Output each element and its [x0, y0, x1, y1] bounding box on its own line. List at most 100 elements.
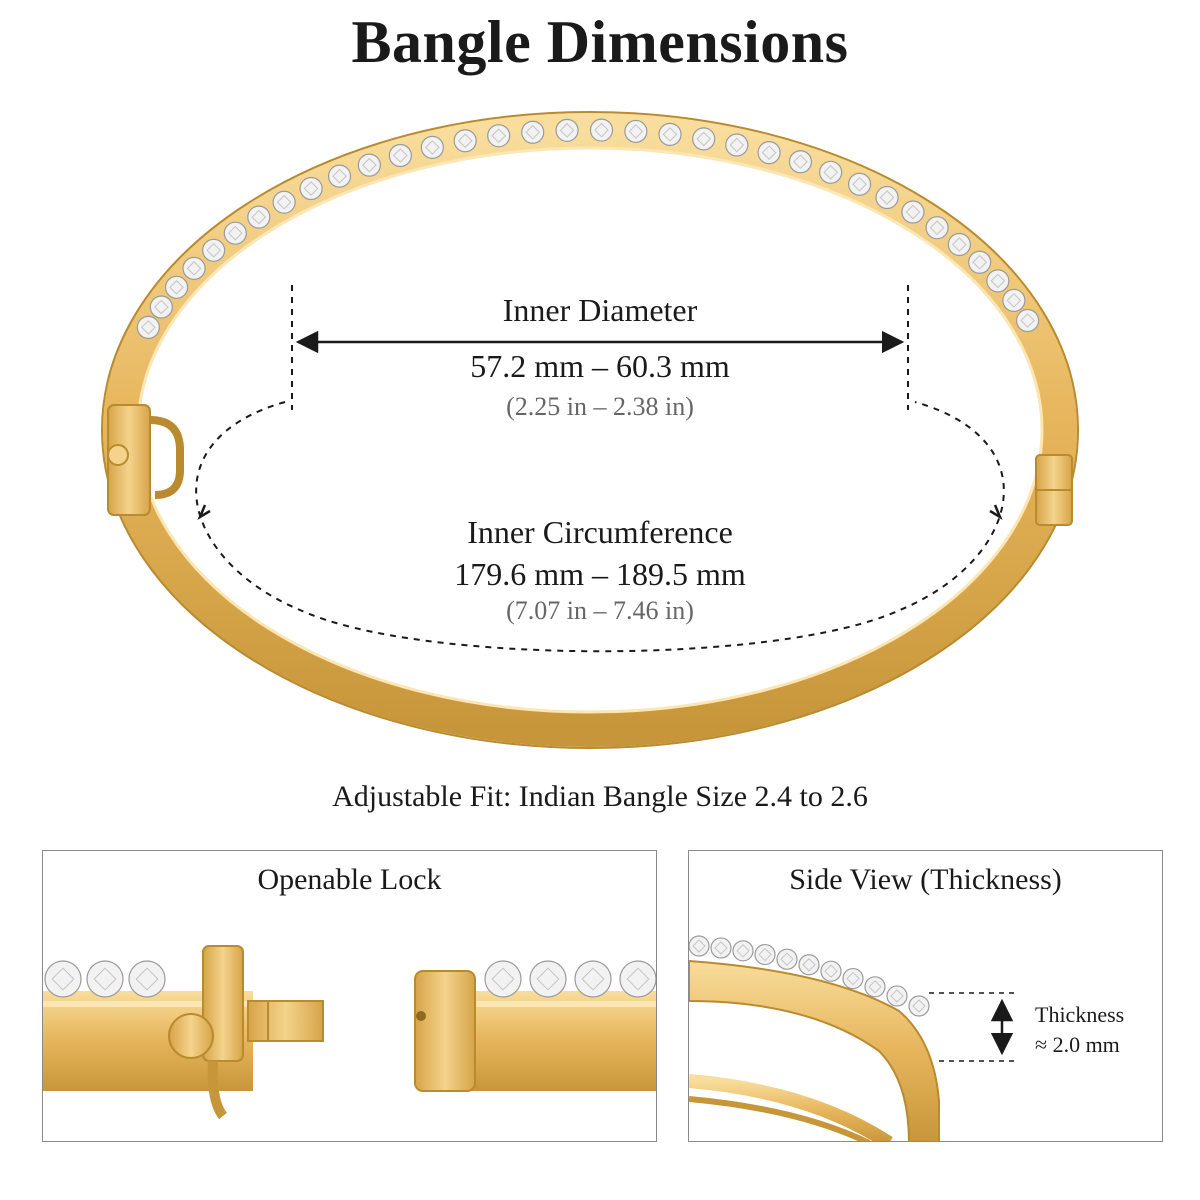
openable-lock-title: Openable Lock	[257, 863, 442, 896]
thickness-value: ≈ 2.0 mm	[1035, 1032, 1120, 1057]
diamond-facet	[135, 967, 159, 991]
diameter-indicator	[291, 285, 909, 410]
diamond-stone	[299, 176, 323, 201]
diamond-facet	[141, 320, 156, 335]
diamond-facet	[793, 154, 808, 170]
diamond-facet	[169, 280, 184, 295]
diamond-facet	[491, 128, 507, 144]
inner-diameter-label: Inner Diameter	[502, 292, 698, 328]
diamond-stone	[589, 118, 614, 142]
diamond-stone	[754, 943, 776, 966]
diamond-stone	[725, 133, 749, 157]
diamond-facet	[525, 124, 541, 140]
diamond-stone	[986, 269, 1010, 293]
diamond-row	[136, 118, 1040, 339]
diamond-facet	[890, 989, 904, 1003]
diamond-facet	[93, 967, 117, 991]
bangle-body	[101, 111, 1079, 749]
openable-lock-panel: Openable Lock	[42, 850, 657, 1142]
inner-diameter-imperial: (2.25 in – 2.38 in)	[506, 392, 694, 421]
diamond-facet	[628, 124, 644, 139]
diamond-facet	[186, 261, 202, 276]
diamond-facet	[758, 947, 772, 962]
diamond-stone	[776, 948, 798, 970]
diamond-row	[689, 935, 930, 1017]
diamond-facet	[362, 157, 377, 173]
diamond-facet	[761, 145, 777, 160]
diamond-stone	[901, 200, 925, 224]
side-view-title: Side View (Thickness)	[789, 863, 1062, 896]
diamond-stone	[182, 256, 206, 280]
diamond-stone	[757, 141, 781, 165]
diamond-row	[484, 960, 656, 998]
diamond-stone	[388, 143, 412, 168]
inner-circumference-imperial: (7.07 in – 7.46 in)	[506, 596, 694, 625]
diamond-stone	[788, 150, 813, 174]
side-view-image	[689, 935, 1019, 1141]
diamond-facet	[425, 140, 440, 155]
diamond-facet	[729, 137, 745, 153]
diamond-facet	[1020, 313, 1035, 328]
diamond-facet	[206, 242, 221, 258]
diamond-stone	[327, 164, 352, 188]
bangle-illustration	[101, 111, 1079, 749]
diamond-stone	[875, 185, 899, 210]
diamond-stone	[529, 960, 567, 998]
diamond-facet	[692, 939, 706, 953]
diamond-facet	[276, 194, 292, 210]
diamond-stone	[164, 275, 189, 299]
diamond-stone	[149, 295, 173, 319]
diamond-stone	[732, 940, 754, 962]
diamond-facet	[457, 133, 473, 149]
diamond-facet	[802, 958, 816, 972]
diamond-facet	[251, 209, 267, 225]
inner-diameter-metric: 57.2 mm – 60.3 mm	[470, 348, 730, 384]
diamond-facet	[559, 123, 575, 138]
diamond-facet	[824, 964, 838, 978]
diamond-facet	[51, 967, 75, 991]
diamond-facet	[929, 220, 945, 236]
diamond-stone	[692, 127, 716, 151]
diamond-stone	[453, 129, 477, 153]
diamond-stone	[819, 160, 843, 184]
diamond-facet	[846, 971, 860, 986]
diamond-stone	[847, 172, 872, 196]
diamond-facet	[536, 967, 560, 991]
diamond-stone	[128, 960, 166, 998]
diamond-row	[44, 960, 166, 998]
inner-circumference-metric: 179.6 mm – 189.5 mm	[454, 556, 746, 592]
diamond-stone	[136, 315, 160, 339]
diamond-facet	[696, 131, 712, 147]
diamond-facet	[990, 273, 1006, 289]
diamond-facet	[868, 980, 882, 994]
diamond-stone	[1002, 288, 1026, 312]
diamond-facet	[912, 999, 926, 1013]
diamond-facet	[780, 952, 794, 966]
diamond-stone	[886, 985, 908, 1007]
diamond-facet	[491, 967, 515, 991]
diamond-stone	[247, 205, 271, 229]
diamond-facet	[879, 190, 895, 205]
diamond-facet	[905, 204, 921, 220]
diamond-facet	[303, 181, 319, 196]
diamond-facet	[823, 165, 838, 180]
bangle-hinge-icon	[1035, 454, 1073, 526]
inner-circumference-label: Inner Circumference	[467, 514, 733, 550]
diamond-stone	[272, 190, 296, 214]
diamond-facet	[393, 148, 408, 163]
page-title: Bangle Dimensions	[351, 9, 849, 75]
diamond-stone	[223, 221, 247, 245]
diamond-stone	[484, 960, 522, 998]
diamond-stone	[357, 153, 381, 177]
diamond-facet	[736, 944, 750, 958]
diamond-facet	[332, 168, 347, 184]
diamond-stone	[820, 960, 842, 982]
diamond-stone	[658, 122, 682, 146]
diamond-facet	[1006, 293, 1022, 308]
diamond-stone	[86, 960, 124, 998]
diamond-stone	[521, 120, 545, 144]
diamond-facet	[626, 967, 650, 991]
circumference-indicator	[195, 401, 1005, 653]
diamond-facet	[952, 237, 967, 252]
diamond-stone	[842, 967, 864, 990]
